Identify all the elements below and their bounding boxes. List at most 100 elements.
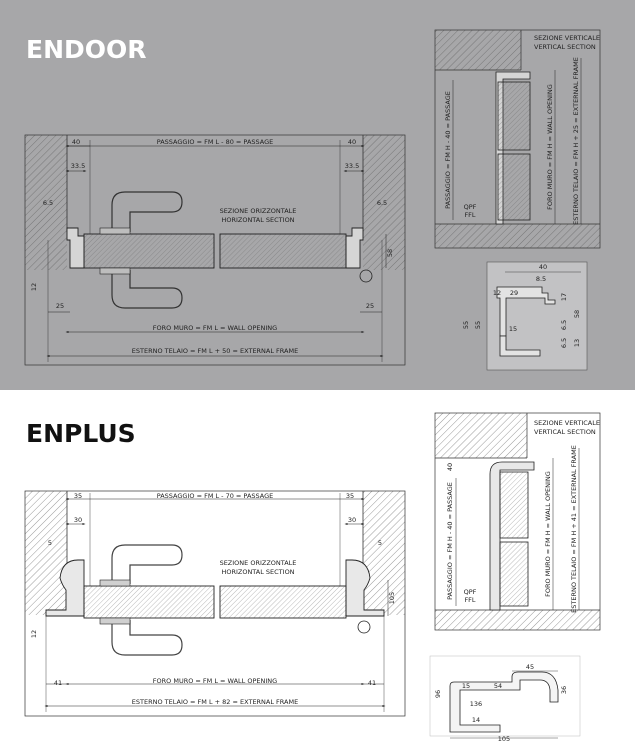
endoor-door-leaf-right (219, 233, 347, 269)
enplus-dim-35-left: 35 (74, 492, 82, 500)
enplus-h-section-label: SEZIONE ORIZZONTALE (220, 559, 297, 567)
enplus-v-section-label-en: VERTICAL SECTION (534, 428, 596, 436)
endoor-v-frame-label: ESTERNO TELAIO = FM H + 25 = EXTERNAL FR… (572, 57, 580, 225)
endoor-dim-33-5-left: 33.5 (71, 162, 85, 170)
enplus-qpf-label: QPF (464, 588, 477, 596)
endoor-section-border (24, 134, 406, 366)
endoor-wall-opening-label: FORO MURO = FM L = WALL OPENING (153, 324, 277, 332)
enplus-ffl-label: FFL (464, 596, 475, 604)
enplus-h-section-label-en: HORIZONTAL SECTION (221, 568, 294, 576)
enplus-dim-41-right: 41 (368, 679, 376, 687)
endoor-profile-dim-8-5: 8.5 (536, 275, 546, 283)
enplus-door-leaf-right (219, 585, 347, 619)
endoor-dim-40-right: 40 (348, 138, 356, 146)
endoor-left-wall (25, 135, 67, 270)
enplus-v-wall-label: FORO MURO = FM H = WALL OPENING (544, 471, 552, 597)
enplus-passage-label: PASSAGGIO = FM L - 70 = PASSAGE (157, 492, 274, 500)
enplus-dim-41-left: 41 (54, 679, 62, 687)
enplus-profile-shape (449, 671, 559, 733)
endoor-door-leaf-left (83, 233, 215, 269)
endoor-profile-dim-55b: 55 (474, 321, 482, 329)
endoor-profile-dim-55a: 55 (462, 321, 470, 329)
enplus-lintel (435, 413, 527, 458)
endoor-dim-6-5-right: 6.5 (377, 199, 387, 207)
endoor-right-wall (363, 135, 405, 270)
endoor-qpf-label: QPF (464, 203, 477, 211)
enplus-handle-outside-icon (111, 544, 183, 584)
enplus-panel: ENPLUS PASSAGGIO = FM L - 70 = PASSAGE 3… (24, 412, 601, 742)
endoor-v-section-label-en: VERTICAL SECTION (534, 43, 596, 51)
endoor-dim-33-5-right: 33.5 (345, 162, 359, 170)
enplus-wall-opening-label: FORO MURO = FM L = WALL OPENING (153, 677, 277, 685)
endoor-profile-dim-13: 13 (573, 339, 581, 347)
endoor-v-section-label: SEZIONE VERTICALE (534, 34, 600, 42)
enplus-right-wall (363, 491, 405, 615)
endoor-profile-dim-29: 29 (510, 289, 518, 297)
endoor-handle-inside-icon (111, 270, 183, 309)
enplus-left-wall (25, 491, 67, 615)
enplus-hinge-icon (357, 620, 371, 634)
endoor-passage-label: PASSAGGIO = FM L - 80 = PASSAGE (157, 138, 274, 146)
endoor-handle-outside-icon (111, 191, 183, 232)
enplus-vertical-section: SEZIONE VERTICALE VERTICAL SECTION 40 PA… (434, 412, 601, 631)
endoor-profile-shape (496, 286, 556, 337)
endoor-profile-dim-15: 15 (509, 325, 517, 333)
enplus-profile-dim-54: 54 (494, 682, 502, 690)
enplus-handle-inside-icon (111, 620, 183, 656)
endoor-external-frame-label: ESTERNO TELAIO = FM L + 50 = EXTERNAL FR… (132, 347, 298, 355)
endoor-panel: ENDOOR PASSAGGIO = FM L - 80 = PASSA (0, 0, 635, 390)
enplus-v-leaf-top (499, 471, 529, 539)
endoor-v-leaf-bottom (497, 153, 531, 221)
enplus-dim-5-right: 5 (378, 539, 382, 547)
enplus-external-frame-label: ESTERNO TELAIO = FM L + 82 = EXTERNAL FR… (132, 698, 298, 706)
endoor-h-section-label: SEZIONE ORIZZONTALE (220, 207, 297, 215)
endoor-profile-dim-40: 40 (539, 263, 547, 271)
enplus-v-leaf-bottom (499, 541, 529, 607)
endoor-v-passage-label: PASSAGGIO = FM H - 40 = PASSAGE (444, 91, 452, 209)
enplus-dim-30-right: 30 (348, 516, 356, 524)
endoor-floor (435, 224, 600, 248)
endoor-profile-detail: 40 8.5 12 29 17 58 55 55 15 6.5 6.5 13 (462, 261, 588, 371)
endoor-dim-25-left: 25 (56, 302, 64, 310)
enplus-profile-dim-136: 136 (470, 700, 482, 708)
endoor-vertical-section: SEZIONE VERTICALE VERTICAL SECTION PASSA… (434, 29, 601, 249)
enplus-v-frame-label: ESTERNO TELAIO = FM H + 41 = EXTERNAL FR… (570, 445, 578, 613)
endoor-dim-25-right: 25 (366, 302, 374, 310)
enplus-v-dim-40: 40 (446, 463, 454, 471)
enplus-profile-dim-15: 15 (462, 682, 470, 690)
endoor-hinge-icon (359, 269, 373, 283)
endoor-profile-dim-6-5a: 6.5 (560, 320, 568, 330)
endoor-h-section-label-en: HORIZONTAL SECTION (221, 216, 294, 224)
enplus-profile-dim-36: 36 (560, 686, 568, 694)
enplus-floor (435, 610, 600, 630)
enplus-door-leaf-left (83, 585, 215, 619)
endoor-horizontal-section: PASSAGGIO = FM L - 80 = PASSAGE 40 40 33… (24, 134, 406, 366)
endoor-v-leaf-top (497, 81, 531, 151)
enplus-v-passage-label: PASSAGGIO = FM H - 40 = PASSAGE (446, 482, 454, 600)
endoor-v-wall-label: FORO MURO = FM H = WALL OPENING (546, 84, 554, 210)
endoor-profile-dim-12: 12 (493, 289, 501, 297)
enplus-dim-5-left: 5 (48, 539, 52, 547)
enplus-profile-dim-45: 45 (526, 663, 534, 671)
endoor-dim-6-5-left: 6.5 (43, 199, 53, 207)
enplus-profile-detail: 45 15 54 36 96 136 14 105 (429, 655, 581, 742)
endoor-profile-dim-17: 17 (560, 293, 568, 301)
enplus-horizontal-section: PASSAGGIO = FM L - 70 = PASSAGE 35 35 30… (24, 490, 406, 717)
enplus-dim-35-right: 35 (346, 492, 354, 500)
enplus-dim-12: 12 (30, 630, 38, 638)
endoor-lintel (435, 30, 521, 70)
enplus-profile-dim-105: 105 (498, 735, 510, 742)
enplus-v-section-label: SEZIONE VERTICALE (534, 419, 600, 427)
endoor-title: ENDOOR (26, 35, 147, 64)
enplus-profile-dim-96: 96 (434, 690, 442, 698)
endoor-dim-12: 12 (30, 283, 38, 291)
endoor-ffl-label: FFL (464, 211, 475, 219)
enplus-dim-105: 105 (388, 592, 396, 604)
endoor-dim-58: 58 (386, 249, 394, 257)
endoor-profile-dim-58: 58 (573, 310, 581, 318)
endoor-profile-dim-6-5b: 6.5 (560, 338, 568, 348)
enplus-title: ENPLUS (26, 419, 136, 448)
enplus-profile-dim-14: 14 (472, 716, 480, 724)
